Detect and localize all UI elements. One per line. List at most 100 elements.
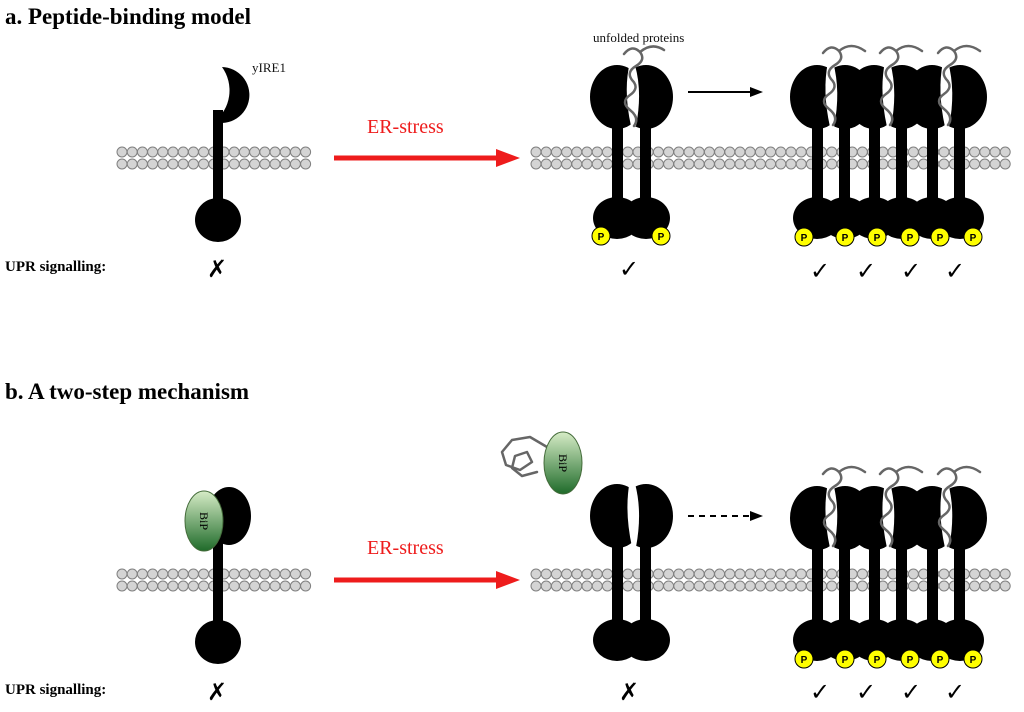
lipid-head xyxy=(673,568,685,580)
lipid-head xyxy=(795,146,807,158)
lipid-head xyxy=(561,146,573,158)
lipid-head xyxy=(167,580,179,592)
lipid-head xyxy=(259,568,271,580)
lipid-head xyxy=(561,568,573,580)
phospho-label: P xyxy=(970,233,977,244)
lipid-head xyxy=(683,568,695,580)
unfolded-protein xyxy=(821,44,867,127)
membrane-a-left xyxy=(116,146,312,170)
bip-label-free: BiP xyxy=(556,454,570,472)
phospho-label: P xyxy=(907,655,914,666)
lipid-head xyxy=(673,158,685,170)
lipid-head xyxy=(979,580,991,592)
transmembrane-rod-right xyxy=(954,119,965,220)
luminal-domain-right xyxy=(619,484,673,548)
lipid-head xyxy=(703,568,715,580)
lipid-head xyxy=(259,146,271,158)
lipid-head xyxy=(979,568,991,580)
lipid-head xyxy=(907,146,919,158)
binding-groove xyxy=(627,480,640,547)
lipid-head xyxy=(581,158,593,170)
lipid-head xyxy=(157,146,169,158)
lipid-head xyxy=(693,580,705,592)
lipid-head xyxy=(147,580,159,592)
lipid-head xyxy=(116,146,128,158)
binding-groove xyxy=(940,483,953,548)
lipid-head xyxy=(703,146,715,158)
lipid-head xyxy=(663,568,675,580)
lipid-head xyxy=(279,146,291,158)
lipid-head xyxy=(279,158,291,170)
lipid-head xyxy=(673,146,685,158)
lipid-head xyxy=(969,568,981,580)
phospho-circle xyxy=(794,649,814,669)
lipid-head xyxy=(734,146,746,158)
unfolded-proteins-label: unfolded proteins xyxy=(593,30,684,45)
lipid-head xyxy=(775,146,787,158)
lipid-head xyxy=(724,568,736,580)
lipid-head xyxy=(198,580,210,592)
upr-oligomer-a-4: ✓ xyxy=(945,257,965,285)
lipid-head xyxy=(795,568,807,580)
lipid-head xyxy=(622,146,634,158)
lipid-head xyxy=(714,146,726,158)
lipid-head xyxy=(693,146,705,158)
lipid-head xyxy=(989,568,1001,580)
phospho-site: P xyxy=(835,649,855,669)
lipid-head xyxy=(187,146,199,158)
lipid-head xyxy=(714,568,726,580)
lipid-head xyxy=(754,580,766,592)
lipid-head xyxy=(826,146,838,158)
phospho-label: P xyxy=(970,655,977,666)
lipid-head xyxy=(177,580,189,592)
transmembrane-rod xyxy=(213,110,223,216)
phospho-circle xyxy=(963,649,983,669)
ire1-dimer-unit xyxy=(905,44,987,239)
lipid-head xyxy=(907,580,919,592)
transmembrane-rod-right xyxy=(839,540,850,642)
lipid-head xyxy=(126,146,138,158)
phospho-label: P xyxy=(801,233,808,244)
lipid-head xyxy=(228,146,240,158)
unfolded-protein-free xyxy=(500,435,549,478)
lipid-head xyxy=(591,158,603,170)
lipid-head xyxy=(571,158,583,170)
lipid-head xyxy=(683,158,695,170)
transmembrane-rod-right xyxy=(896,119,907,220)
lipid-head xyxy=(785,146,797,158)
oligomerization-arrow xyxy=(688,87,763,97)
lipid-head xyxy=(228,580,240,592)
unfolded-protein xyxy=(936,465,982,548)
lipid-head xyxy=(177,568,189,580)
bip-label-bound: BiP xyxy=(197,512,211,530)
lipid-head xyxy=(530,146,542,158)
phospho-site: P xyxy=(867,227,887,247)
transmembrane-rod-left xyxy=(927,540,938,642)
lipid-head xyxy=(999,580,1011,592)
lipid-head xyxy=(530,158,542,170)
lipid-head xyxy=(622,580,634,592)
lipid-head xyxy=(652,146,664,158)
luminal-domain-crescent xyxy=(214,67,250,123)
phospho-circle xyxy=(835,649,855,669)
lipid-head xyxy=(300,568,312,580)
lipid-head xyxy=(167,158,179,170)
phospho-label: P xyxy=(801,655,808,666)
phospho-dimer-a-right: P xyxy=(651,226,671,246)
transmembrane-rod-right xyxy=(954,540,965,642)
lipid-head xyxy=(785,158,797,170)
lipid-head xyxy=(979,146,991,158)
lipid-head xyxy=(703,580,715,592)
lipid-head xyxy=(228,568,240,580)
lipid-head xyxy=(167,146,179,158)
phospho-circle xyxy=(867,227,887,247)
unfolded-protein xyxy=(936,44,982,127)
upr-oligomer-a-3: ✓ xyxy=(901,257,921,285)
phospho-circle xyxy=(930,227,950,247)
lipid-head xyxy=(136,580,148,592)
lipid-head xyxy=(724,580,736,592)
phospho-circle xyxy=(930,649,950,669)
lipid-head xyxy=(601,568,613,580)
upr-oligomer-a-2: ✓ xyxy=(856,257,876,285)
phospho-site: P xyxy=(794,649,814,669)
